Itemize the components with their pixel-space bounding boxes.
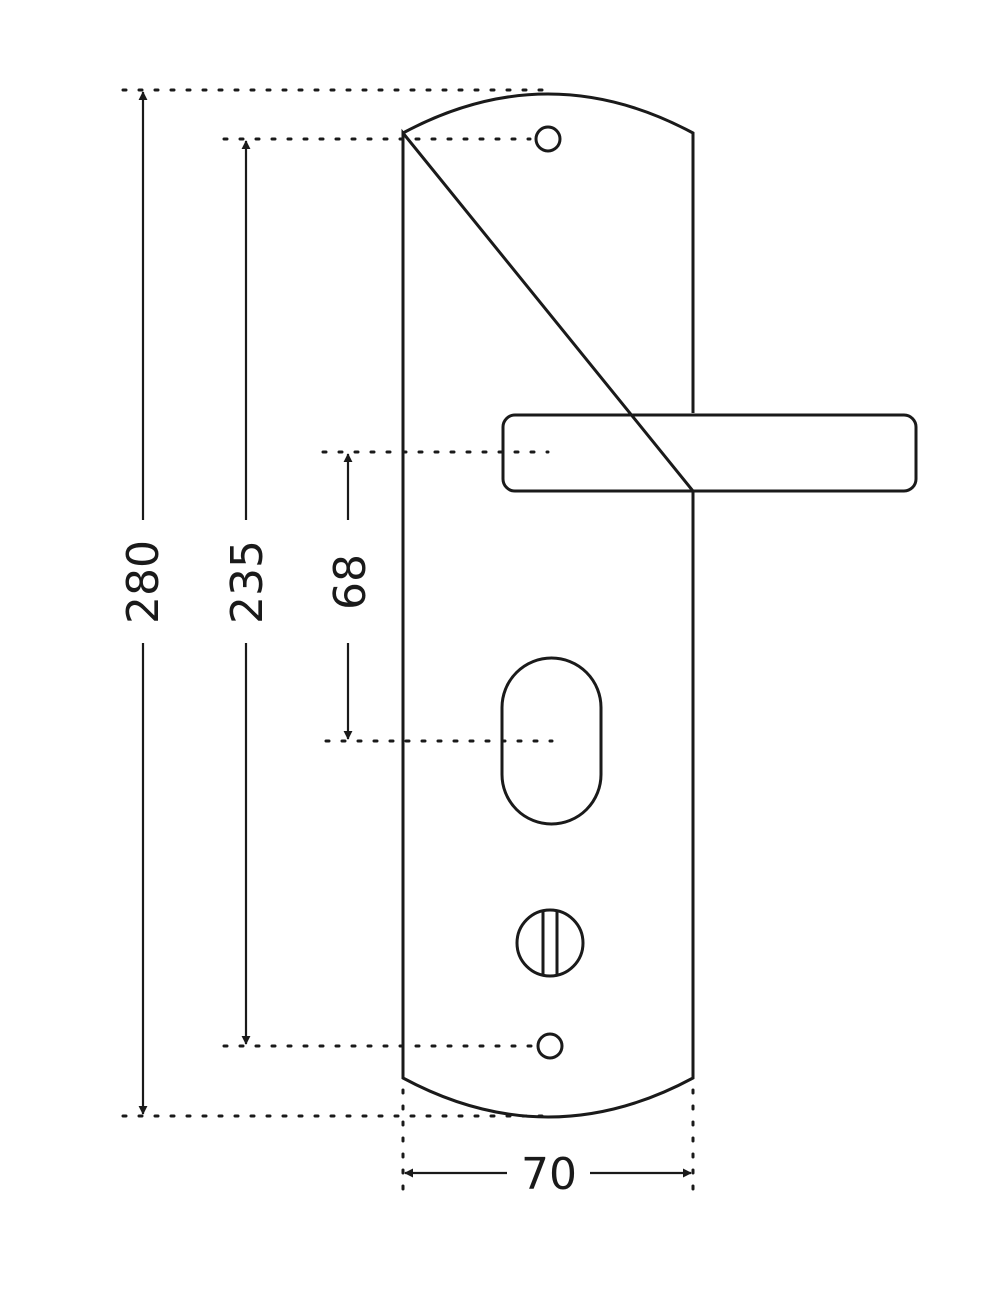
dimension-label-68: 68: [325, 554, 376, 610]
top-screw-hole: [534, 125, 562, 153]
dimension-hole-spacing: 235: [222, 140, 273, 1045]
dimension-label-280: 280: [118, 540, 169, 624]
privacy-turn: [515, 908, 585, 978]
dimension-center-distance: 68: [325, 453, 376, 740]
backplate-outline: [401, 92, 695, 1119]
bottom-screw-hole: [536, 1032, 564, 1060]
lever-handle: [501, 413, 918, 493]
dimension-label-70: 70: [521, 1149, 577, 1200]
dimension-width: 70: [404, 1149, 692, 1200]
dimension-label-235: 235: [222, 540, 273, 624]
dimension-overall-height: 280: [118, 91, 169, 1115]
